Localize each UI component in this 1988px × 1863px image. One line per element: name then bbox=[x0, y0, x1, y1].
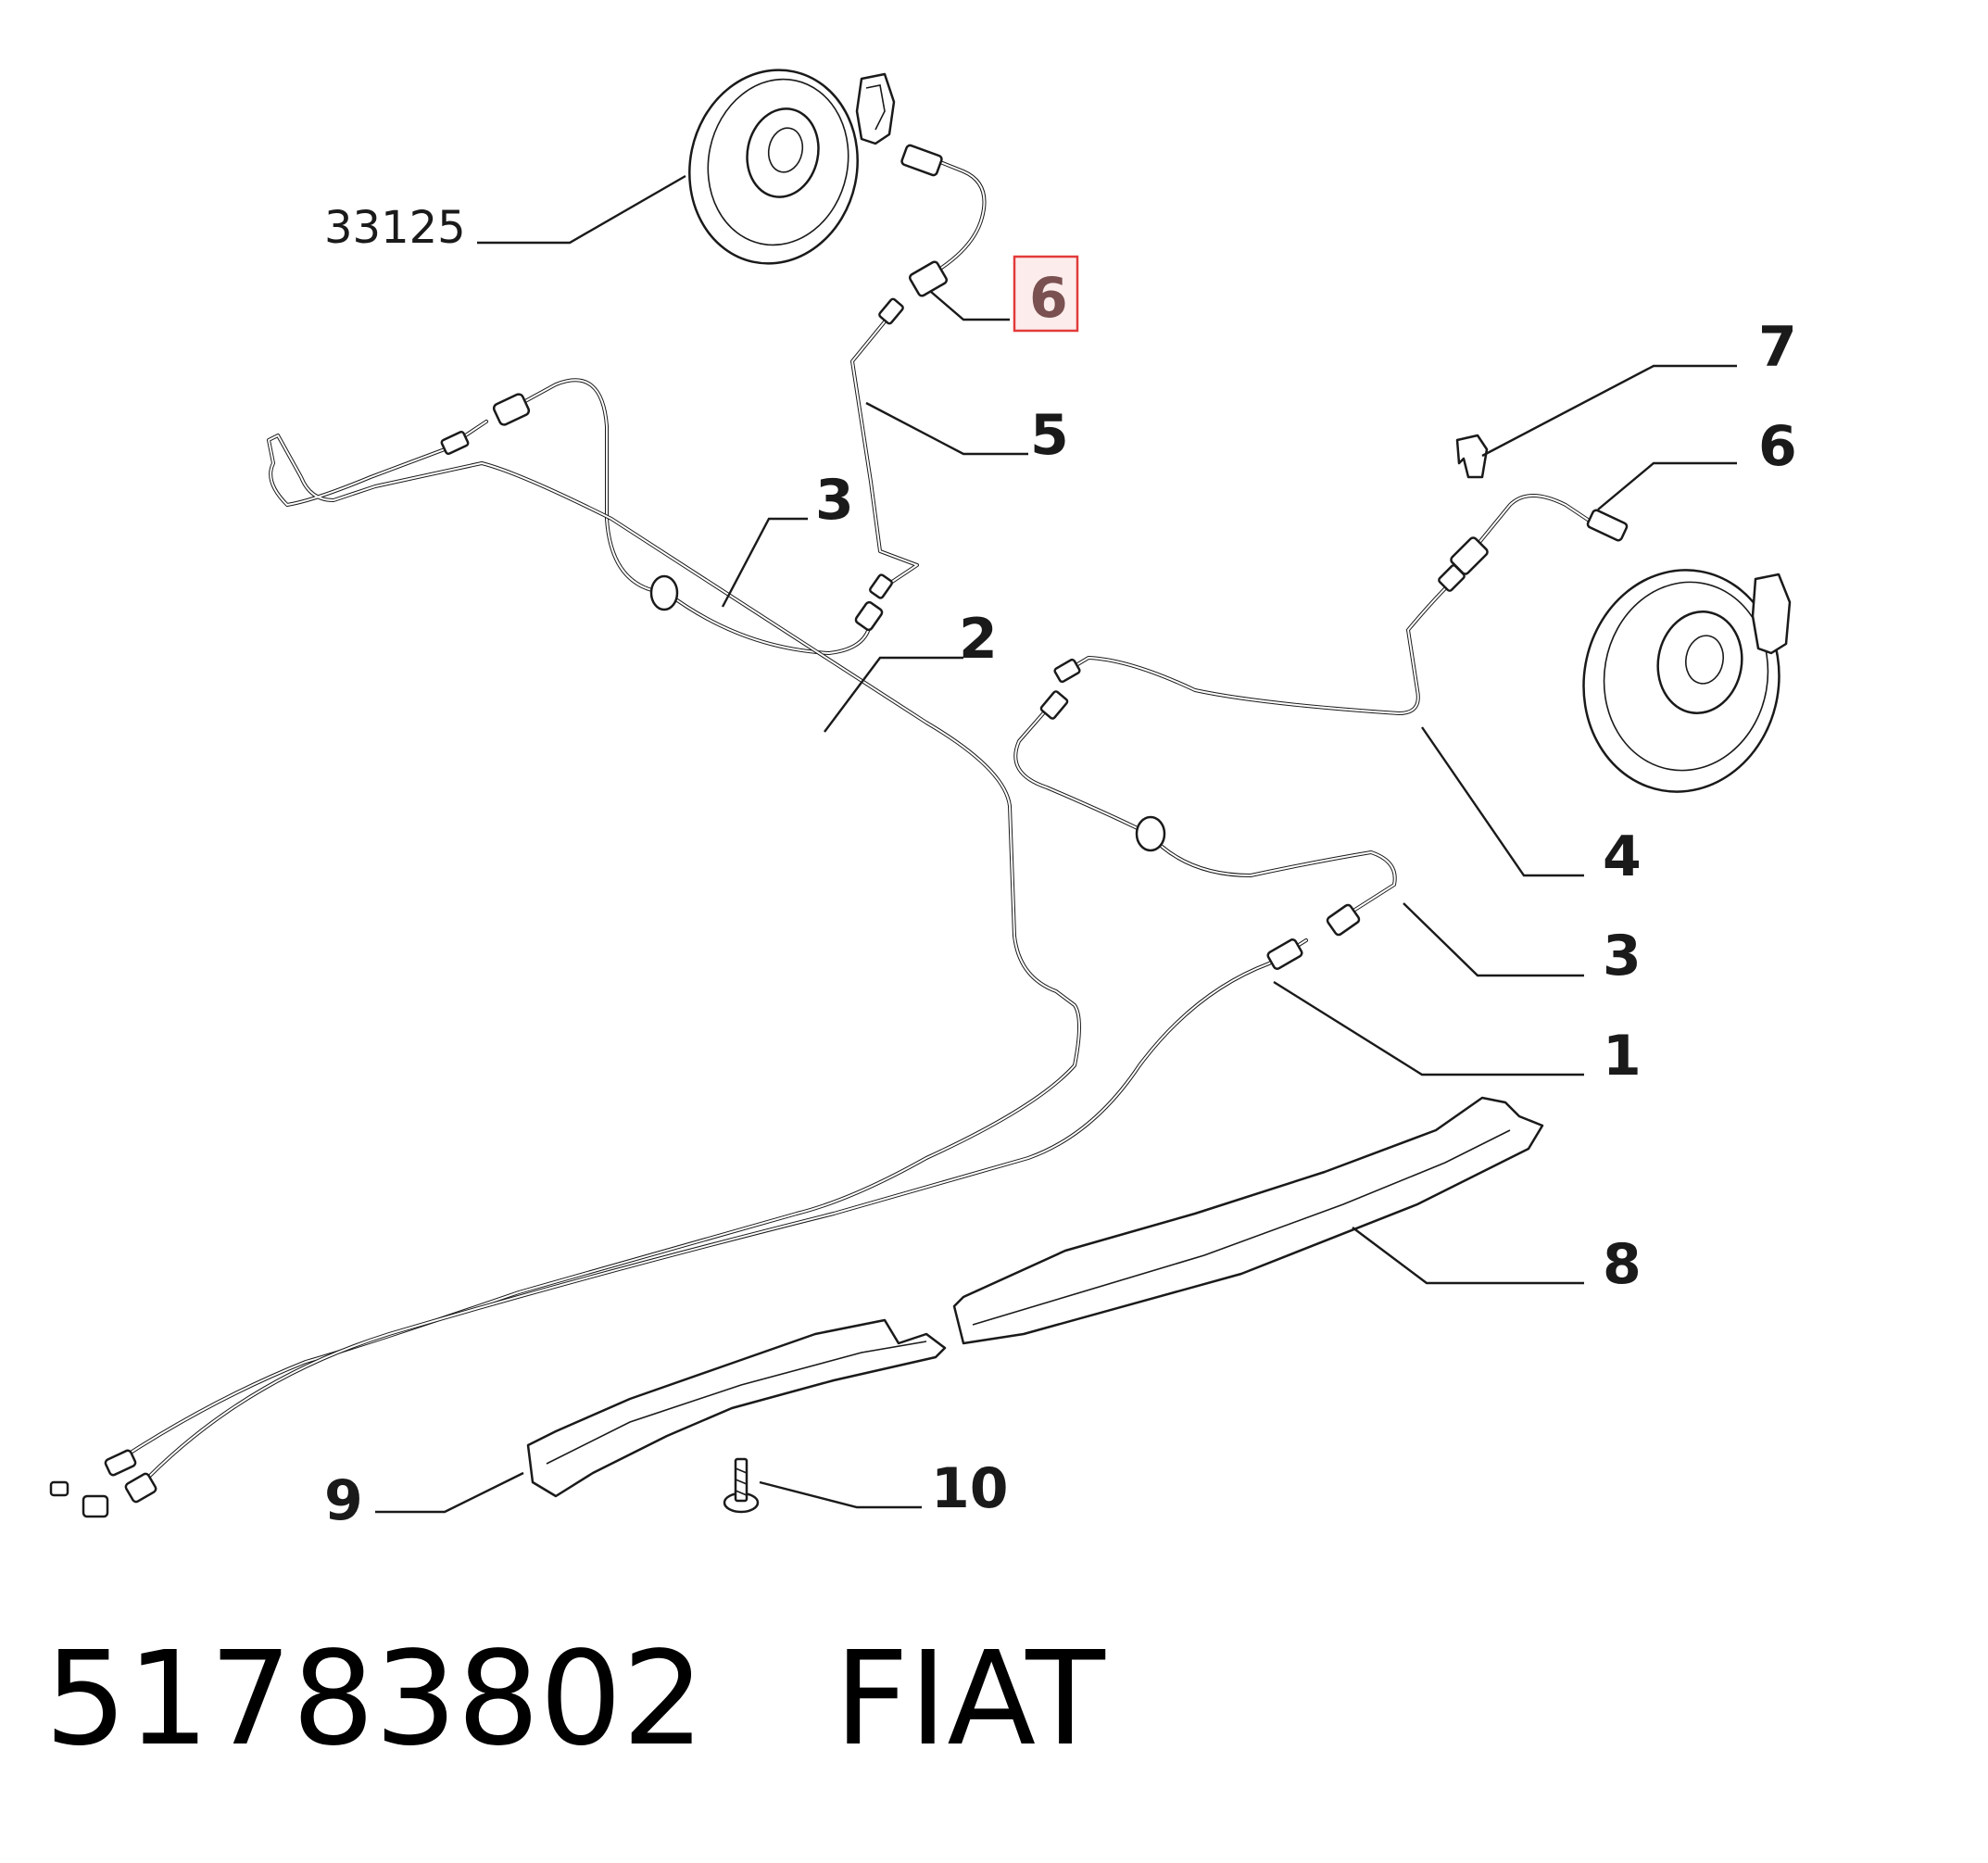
callout-6-right: 6 bbox=[1758, 414, 1797, 479]
highlight-box-6 bbox=[1013, 255, 1079, 333]
callout-5: 5 bbox=[1030, 403, 1069, 468]
callout-2: 2 bbox=[959, 607, 998, 672]
part-footer: 51783802 FIAT bbox=[44, 1635, 1105, 1765]
pipe-cover-8 bbox=[952, 1096, 1544, 1345]
callout-3-lower: 3 bbox=[1603, 924, 1642, 988]
callout-1: 1 bbox=[1603, 1024, 1642, 1089]
pipe-fittings-bottom-left bbox=[49, 1480, 109, 1518]
callout-10: 10 bbox=[931, 1456, 1009, 1521]
screw-10 bbox=[723, 1457, 760, 1514]
part-number: 51783802 bbox=[44, 1624, 705, 1775]
callout-7: 7 bbox=[1758, 315, 1797, 380]
callout-33125: 33125 bbox=[324, 202, 466, 254]
brake-disc-upper bbox=[688, 69, 896, 265]
brand-name: FIAT bbox=[834, 1624, 1105, 1775]
brake-pipe-3-lower bbox=[1013, 690, 1397, 937]
pipe-cover-9 bbox=[526, 1318, 947, 1498]
brake-hose-right bbox=[1450, 494, 1629, 575]
brake-disc-lower bbox=[1582, 569, 1792, 793]
pipe-clip-7 bbox=[1455, 434, 1489, 479]
brake-pipe-5 bbox=[850, 297, 919, 595]
callout-4: 4 bbox=[1603, 825, 1642, 889]
callout-labels: 33125 6 7 6 5 3 2 4 3 1 8 9 10 bbox=[324, 202, 1797, 1533]
callout-9: 9 bbox=[324, 1468, 363, 1533]
callout-6-highlighted: 6 bbox=[1029, 266, 1068, 331]
brake-pipe-3-upper bbox=[492, 378, 893, 655]
callout-8: 8 bbox=[1603, 1232, 1642, 1297]
brake-pipe-2 bbox=[104, 420, 1081, 1477]
brake-pipe-4 bbox=[1053, 564, 1466, 715]
brake-hose-upper bbox=[900, 144, 987, 297]
leader-lines bbox=[375, 174, 1737, 1514]
callout-3-upper: 3 bbox=[815, 468, 854, 533]
brake-pipe-1 bbox=[124, 938, 1308, 1504]
